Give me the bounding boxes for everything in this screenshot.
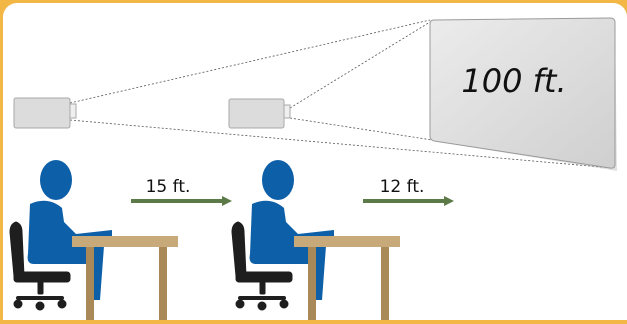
projector-near — [229, 99, 290, 128]
projector-far — [14, 98, 76, 128]
screen-size-label: 100 ft. — [461, 62, 566, 100]
distance-label-second: 12 ft. — [380, 177, 425, 197]
distance-label-first: 15 ft. — [146, 177, 191, 197]
